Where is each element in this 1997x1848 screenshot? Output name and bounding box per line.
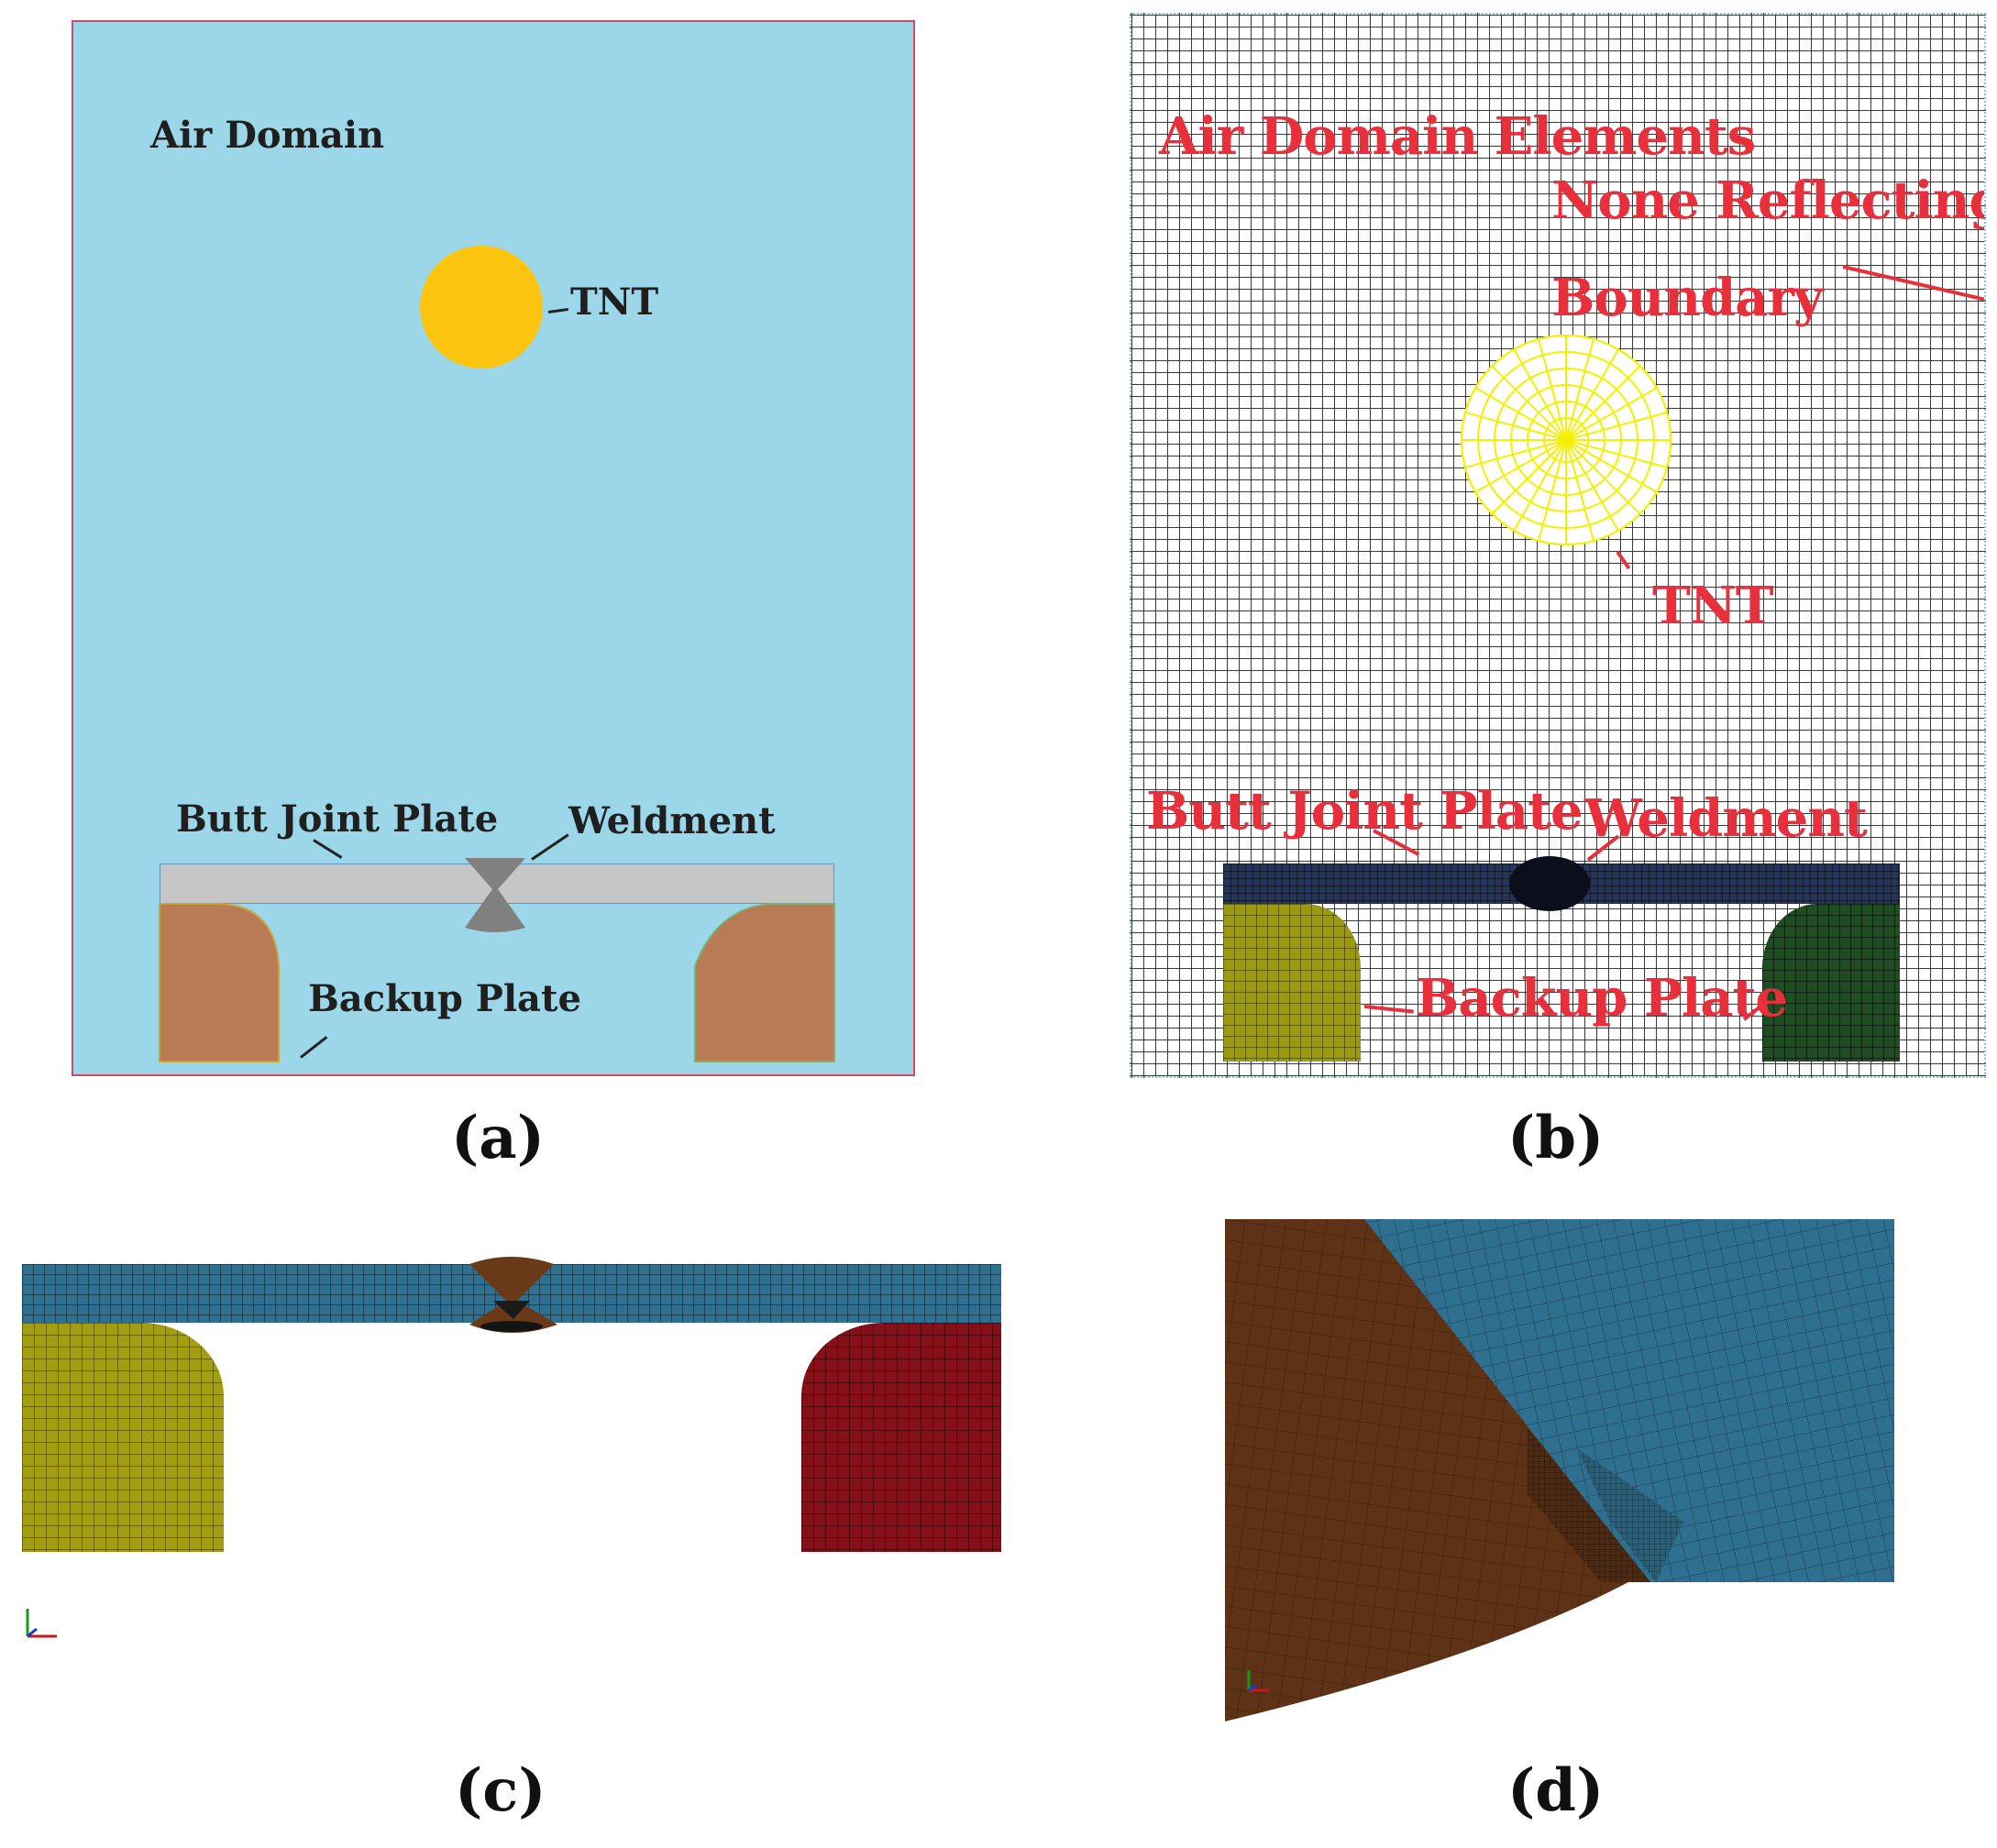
butt-joint-plate-label: Butt Joint Plate bbox=[1146, 781, 1583, 842]
backup-plate-left bbox=[159, 903, 280, 1062]
butt-joint-plate-label: Butt Joint Plate bbox=[176, 798, 499, 841]
backup-plate-right-mesh bbox=[1762, 904, 1900, 1062]
tnt-mesh bbox=[1461, 335, 1672, 545]
panel-d-weld-zoom bbox=[1225, 1219, 1894, 1722]
air-domain-elements-label: Air Domain Elements bbox=[1159, 106, 1756, 167]
backup-plate-left-mesh bbox=[22, 1323, 224, 1552]
backup-plate-label: Backup Plate bbox=[1416, 968, 1788, 1028]
tnt-label: TNT bbox=[570, 280, 659, 324]
caption-a: (a) bbox=[451, 1104, 546, 1172]
backup-plate-right bbox=[694, 903, 835, 1062]
tnt-charge bbox=[420, 246, 543, 368]
panel-b-mesh-model: Air Domain Elements None Reflecting Boun… bbox=[1130, 13, 1986, 1078]
backup-plate-left-mesh bbox=[1223, 904, 1361, 1062]
caption-b: (b) bbox=[1507, 1104, 1605, 1172]
panel-a-schematic: Air Domain TNT Butt Joint Plate Weldment… bbox=[72, 20, 915, 1076]
weldment-label: Weldment bbox=[1584, 788, 1868, 849]
weldment-mesh bbox=[1509, 856, 1590, 911]
weldment-mesh bbox=[469, 1257, 557, 1333]
caption-d: (d) bbox=[1507, 1756, 1605, 1825]
weldment-shape bbox=[465, 858, 525, 932]
boundary-label: Boundary bbox=[1551, 268, 1824, 328]
weldment-label: Weldment bbox=[568, 799, 776, 842]
backup-plate-right-mesh bbox=[801, 1323, 1001, 1552]
axis-triad-icon bbox=[26, 1609, 57, 1638]
weld-zoom-mesh bbox=[1225, 1219, 1894, 1722]
none-reflecting-label: None Reflecting bbox=[1551, 170, 1986, 231]
panel-c-structure-mesh bbox=[20, 1224, 1007, 1655]
tnt-label: TNT bbox=[1652, 576, 1774, 636]
air-domain-label: Air Domain bbox=[150, 114, 385, 157]
caption-c: (c) bbox=[455, 1756, 546, 1825]
backup-plate-label: Backup Plate bbox=[308, 977, 581, 1020]
